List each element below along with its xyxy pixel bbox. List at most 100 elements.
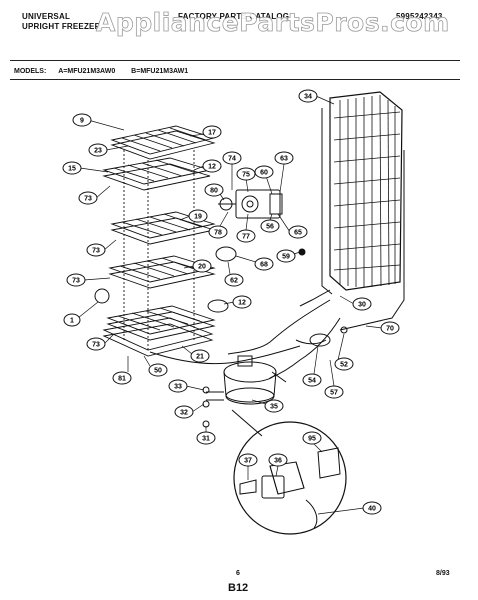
callout-20: 20 xyxy=(183,259,212,273)
callout-19: 19 xyxy=(179,209,208,223)
callout-81: 81 xyxy=(112,356,132,385)
callout-17: 17 xyxy=(189,125,222,139)
callout-57: 57 xyxy=(324,359,344,399)
revision-date: 8/93 xyxy=(436,570,450,577)
divider-top xyxy=(10,60,460,61)
part-12-clip xyxy=(207,299,229,313)
svg-text:75: 75 xyxy=(242,172,250,179)
section-code: B12 xyxy=(228,582,249,594)
callouts: 9 23 15 73 73 xyxy=(62,89,400,515)
callout-30: 30 xyxy=(339,295,372,311)
callout-40: 40 xyxy=(317,501,382,515)
svg-text:77: 77 xyxy=(242,234,250,241)
svg-text:15: 15 xyxy=(68,166,76,173)
svg-text:81: 81 xyxy=(118,376,126,383)
callout-73-d: 73 xyxy=(86,333,115,351)
svg-text:1: 1 xyxy=(70,318,74,325)
callout-1: 1 xyxy=(63,301,99,327)
callout-36: 36 xyxy=(268,453,288,477)
evaporator-coil xyxy=(299,91,405,331)
callout-62: 62 xyxy=(224,261,244,287)
callout-54: 54 xyxy=(302,345,322,387)
callout-74: 74 xyxy=(222,151,242,190)
svg-text:73: 73 xyxy=(72,278,80,285)
relay-overload-detail xyxy=(231,409,347,535)
callout-33: 33 xyxy=(168,379,205,393)
callout-34: 34 xyxy=(298,89,335,105)
brand-line-2: UPRIGHT FREEZER xyxy=(22,22,101,31)
fan-motor-assembly xyxy=(218,189,283,219)
svg-text:21: 21 xyxy=(196,354,204,361)
svg-text:37: 37 xyxy=(244,458,252,465)
catalog-part-number: 5995242343 xyxy=(396,12,443,21)
svg-text:74: 74 xyxy=(228,156,236,163)
svg-text:59: 59 xyxy=(282,254,290,261)
svg-text:36: 36 xyxy=(274,458,282,465)
callout-35: 35 xyxy=(251,399,284,413)
wire-shelves xyxy=(102,125,216,357)
watermark: AppliancePartsPros.com xyxy=(96,8,450,38)
svg-text:80: 80 xyxy=(210,188,218,195)
page-number: 6 xyxy=(236,570,240,577)
svg-text:65: 65 xyxy=(294,230,302,237)
callout-9: 9 xyxy=(72,113,125,131)
callout-80: 80 xyxy=(204,183,225,201)
callout-23: 23 xyxy=(88,143,129,157)
svg-text:95: 95 xyxy=(308,436,316,443)
callout-52: 52 xyxy=(334,333,354,371)
callout-50: 50 xyxy=(143,355,168,377)
callout-56: 56 xyxy=(260,213,280,233)
svg-text:78: 78 xyxy=(214,230,222,237)
callout-31: 31 xyxy=(196,426,216,445)
callout-15: 15 xyxy=(62,161,109,175)
model-b: B=MFU21M3AW1 xyxy=(131,68,189,75)
models-line: MODELS: A=MFU21M3AW0 B=MFU21M3AW1 xyxy=(14,68,188,75)
svg-text:12: 12 xyxy=(238,300,246,307)
compressor xyxy=(202,355,277,428)
svg-text:57: 57 xyxy=(330,390,338,397)
svg-text:63: 63 xyxy=(280,156,288,163)
svg-text:50: 50 xyxy=(154,368,162,375)
svg-text:33: 33 xyxy=(174,384,182,391)
callout-77: 77 xyxy=(236,213,256,243)
svg-text:40: 40 xyxy=(368,506,376,513)
model-a: A=MFU21M3AW0 xyxy=(58,68,116,75)
models-label: MODELS: xyxy=(14,68,47,75)
svg-text:54: 54 xyxy=(308,378,316,385)
part-54-connector xyxy=(309,333,331,347)
svg-text:62: 62 xyxy=(230,278,238,285)
svg-text:60: 60 xyxy=(260,170,268,177)
svg-text:30: 30 xyxy=(358,302,366,309)
catalog-title: FACTORY PARTS CATALOG xyxy=(178,12,290,21)
svg-text:52: 52 xyxy=(340,362,348,369)
part-62-fitting xyxy=(215,246,237,262)
svg-text:17: 17 xyxy=(208,130,216,137)
callout-12-b: 12 xyxy=(223,295,252,309)
callout-63: 63 xyxy=(274,151,294,193)
callout-70: 70 xyxy=(365,321,400,335)
svg-text:9: 9 xyxy=(80,118,84,125)
callout-73-a: 73 xyxy=(78,185,111,205)
callout-12-a: 12 xyxy=(193,159,222,173)
callout-73-b: 73 xyxy=(86,239,117,257)
callout-21: 21 xyxy=(181,345,210,363)
callout-68: 68 xyxy=(235,255,274,271)
callout-32: 32 xyxy=(174,403,205,419)
divider-models xyxy=(10,79,460,80)
callout-60: 60 xyxy=(254,165,274,195)
callout-37: 37 xyxy=(238,453,258,480)
brand-line-1: UNIVERSAL xyxy=(22,12,71,21)
part-1-cap xyxy=(94,288,110,304)
svg-text:56: 56 xyxy=(266,224,274,231)
svg-text:34: 34 xyxy=(304,94,312,101)
svg-text:68: 68 xyxy=(260,262,268,269)
svg-text:31: 31 xyxy=(202,436,210,443)
svg-text:35: 35 xyxy=(270,404,278,411)
svg-text:19: 19 xyxy=(194,214,202,221)
callout-73-c: 73 xyxy=(66,273,111,287)
svg-text:73: 73 xyxy=(84,196,92,203)
refrigerant-tubing xyxy=(149,299,341,383)
svg-text:23: 23 xyxy=(94,148,102,155)
